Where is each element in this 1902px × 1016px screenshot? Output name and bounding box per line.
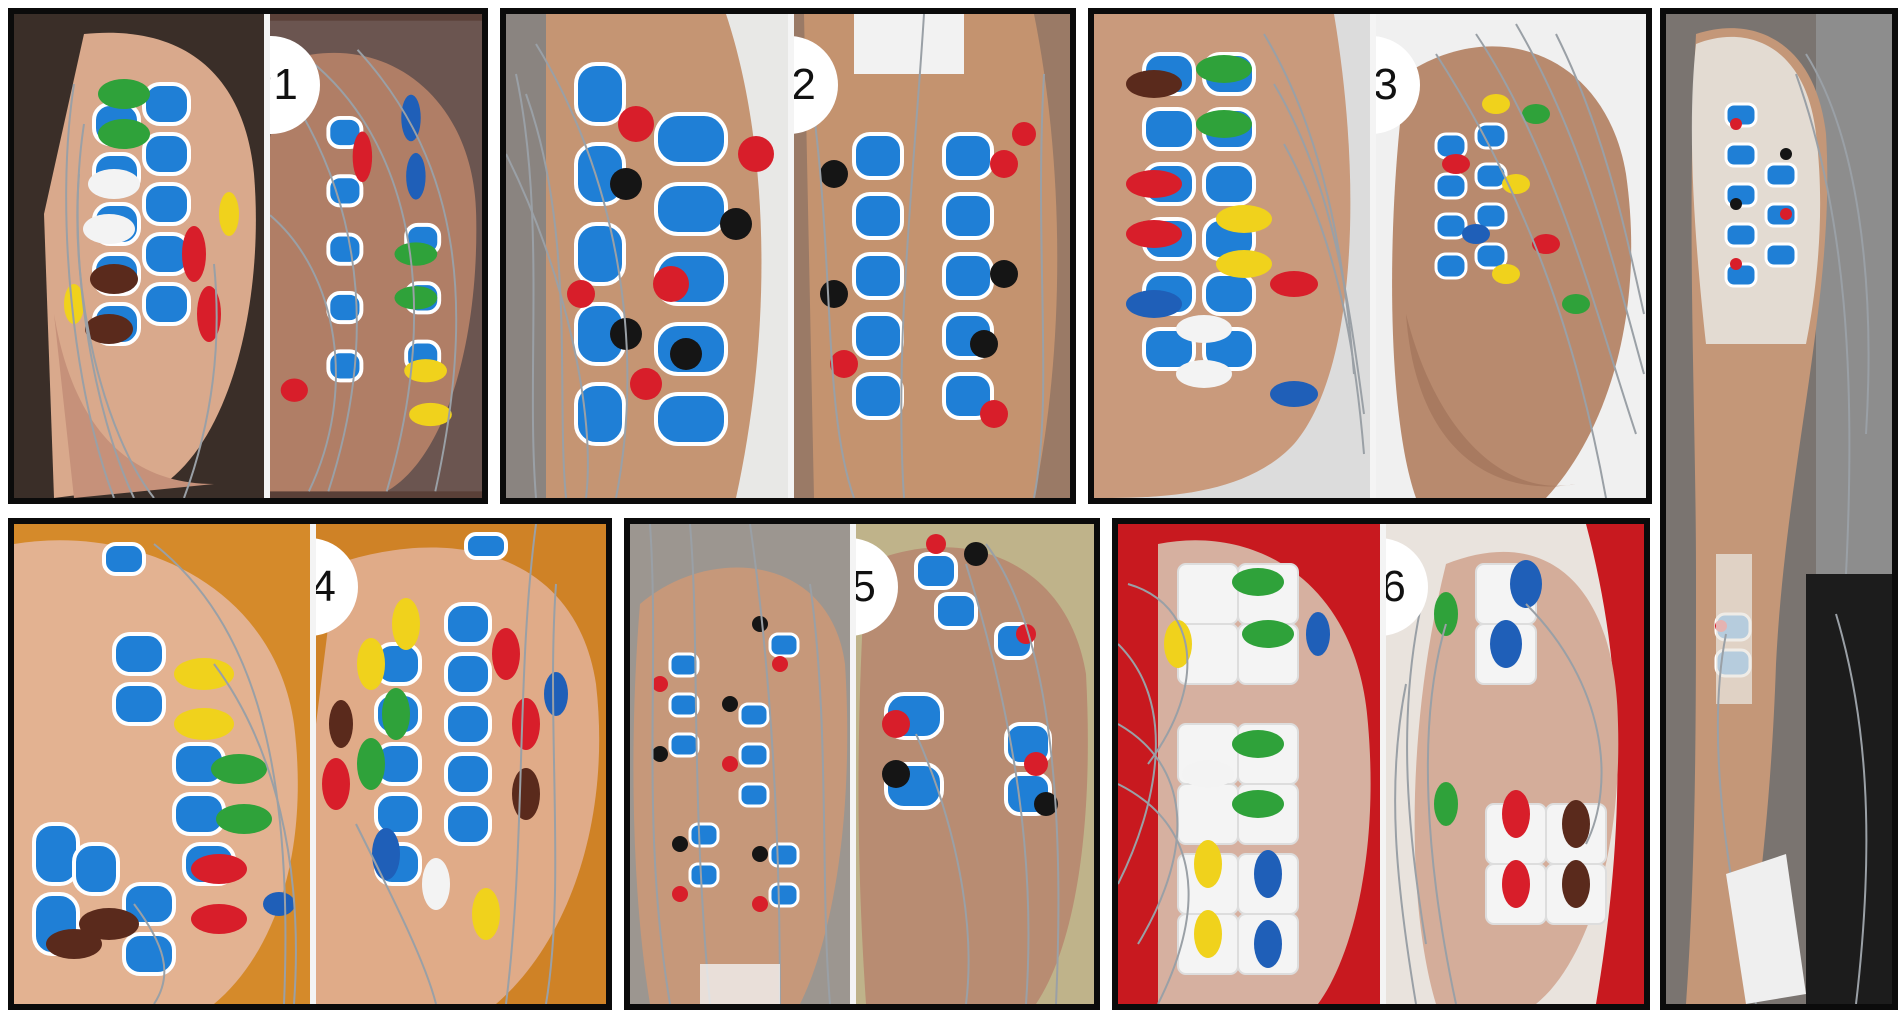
photo-panel-p1: P1: [8, 8, 488, 504]
p2-right-scene: [794, 14, 1070, 498]
p3-right-scene: [1376, 14, 1646, 498]
p4-left-scene: [14, 524, 310, 1004]
p1-right-photo: P1: [270, 14, 482, 498]
p4-right-photo: P4: [316, 524, 606, 1004]
p2-divider: [788, 14, 794, 498]
p4-divider: [310, 524, 316, 1004]
p6-divider: [1380, 524, 1386, 1004]
p5-divider: [850, 524, 856, 1004]
photo-panel-p5: P5: [624, 518, 1100, 1010]
photo-panel-p6: P6: [1112, 518, 1650, 1010]
p3-right-photo: P3: [1376, 14, 1646, 498]
photo-panel-full-arm: [1660, 8, 1898, 1010]
p1-left-scene: [14, 14, 264, 498]
photo-panel-p4: P4: [8, 518, 612, 1010]
p5-right-scene: [856, 524, 1094, 1004]
photo-panel-p2: P2: [500, 8, 1076, 504]
p5-right-photo: P5: [856, 524, 1094, 1004]
photo-panel-p3: P3: [1088, 8, 1652, 504]
p2-left-photo: [506, 14, 788, 498]
p5-left-photo: [630, 524, 850, 1004]
p3-left-photo: [1094, 14, 1370, 498]
p6-left-scene: [1118, 524, 1380, 1004]
p2-right-photo: P2: [794, 14, 1070, 498]
p6-right-photo: P6: [1386, 524, 1644, 1004]
p6-left-photo: [1118, 524, 1380, 1004]
p5-left-scene: [630, 524, 850, 1004]
p1-divider: [264, 14, 270, 498]
p6-right-scene: [1386, 524, 1644, 1004]
p4-right-scene: [316, 524, 606, 1004]
p3-divider: [1370, 14, 1376, 498]
p2-left-scene: [506, 14, 788, 498]
full-arm-scene: [1666, 14, 1892, 1004]
p4-left-photo: [14, 524, 310, 1004]
p3-left-scene: [1094, 14, 1370, 498]
p1-left-photo: [14, 14, 264, 498]
